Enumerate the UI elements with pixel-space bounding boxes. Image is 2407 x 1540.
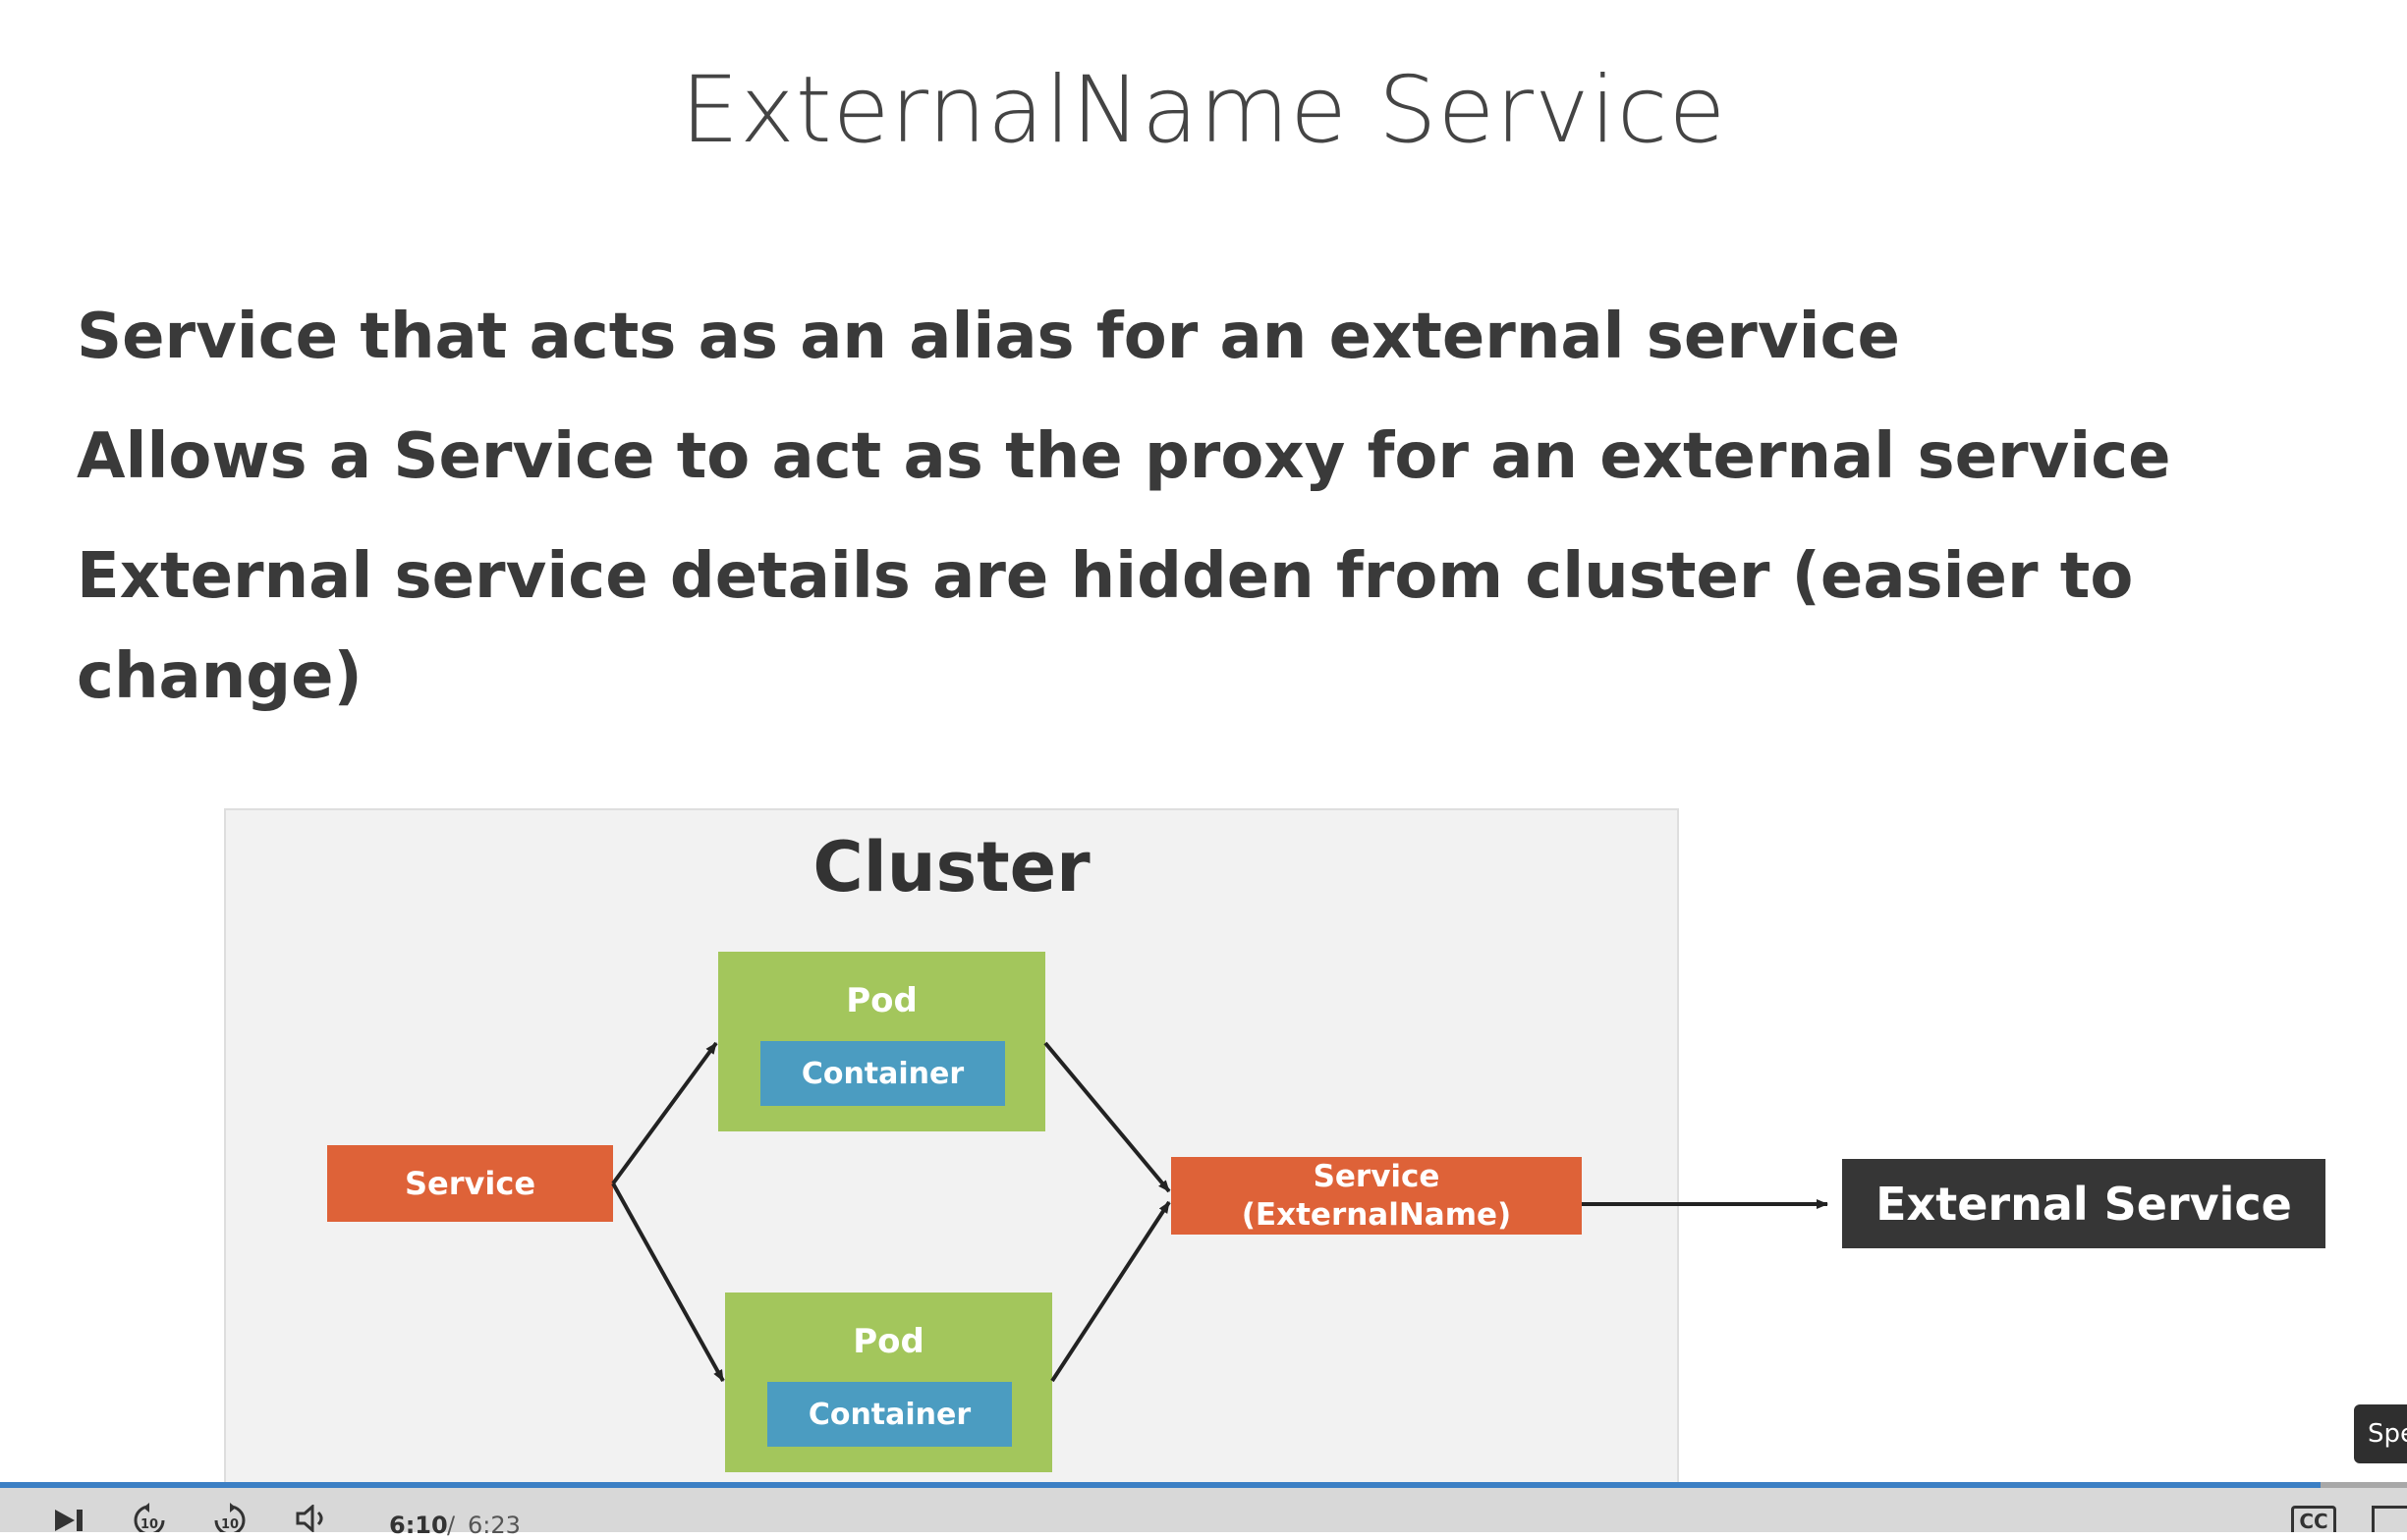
external-service-box: External Service [1842,1159,2325,1248]
arrow-pod-top-to-externalname [1043,1041,1171,1193]
slide-title: ExternalName Service [680,57,1727,164]
bullet-hidden-details-cont: change) [77,640,363,713]
current-time: 6:10 [389,1512,448,1539]
container-box: Container [760,1041,1005,1106]
externalname-service-box: Service (ExternalName) [1171,1157,1582,1235]
arrow-service-to-pod-bottom [611,1182,725,1382]
time-separator: / [447,1512,456,1539]
next-icon[interactable] [51,1508,90,1532]
arrow-pod-bottom-to-externalname [1050,1200,1171,1383]
externalname-line1: Service [1313,1158,1440,1194]
rewind-10-icon[interactable]: 10 [128,1503,171,1532]
cc-icon[interactable]: CC [2291,1506,2336,1532]
cluster-label: Cluster [812,827,1091,908]
bullet-proxy: Allows a Service to act as the proxy for… [77,420,2171,493]
fullscreen-icon[interactable] [2372,1506,2407,1532]
total-time: 6:23 [468,1512,521,1539]
forward-10-label: 10 [221,1517,239,1532]
pod-top: Pod Container [718,952,1045,1131]
video-control-bar [0,1482,2407,1532]
speed-tooltip: Spe [2354,1404,2407,1463]
progress-fill [0,1482,2321,1488]
container-box: Container [767,1382,1012,1447]
bullet-alias: Service that acts as an alias for an ext… [77,301,1900,373]
pod-label: Pod [853,1322,924,1361]
rewind-10-label: 10 [140,1517,158,1532]
pod-bottom: Pod Container [725,1292,1052,1472]
arrow-service-to-pod-top [611,1041,718,1185]
externalname-line2: (ExternalName) [1241,1196,1512,1233]
forward-10-icon[interactable]: 10 [208,1503,252,1532]
bullet-hidden-details: External service details are hidden from… [77,540,2134,613]
service-box: Service [327,1145,613,1222]
pod-label: Pod [846,981,918,1020]
volume-icon[interactable] [295,1505,338,1532]
progress-bar[interactable] [0,1482,2407,1488]
